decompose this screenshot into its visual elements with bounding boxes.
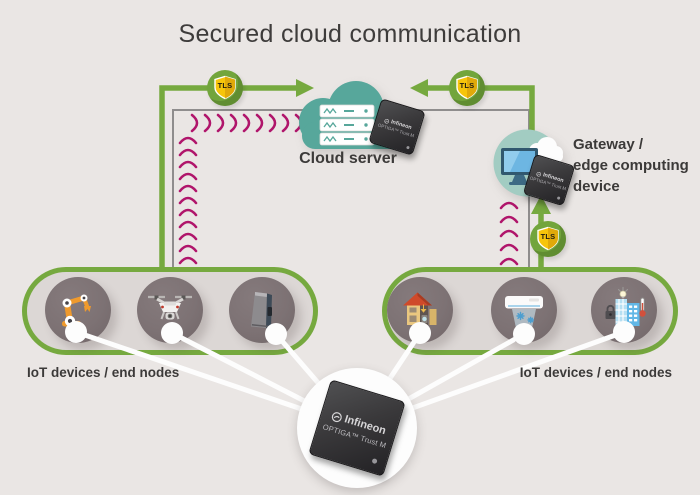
left-group-label: IoT devices / end nodes [27, 365, 180, 380]
tls-badge-label: TLS [217, 81, 233, 90]
server-racks-icon [319, 104, 375, 146]
right-group-label: IoT devices / end nodes [519, 365, 672, 380]
page-title: Secured cloud communication [178, 20, 522, 48]
monitor-icon [501, 148, 538, 185]
infineon-logo-icon [536, 171, 541, 177]
tls-line-left [159, 85, 298, 267]
infineon-logo-icon [331, 411, 342, 422]
tls-badge-cloud-right: TLS [449, 70, 485, 106]
tls-shield-icon [456, 75, 478, 100]
device-security-gate [229, 277, 295, 343]
tls-badge-label: TLS [540, 232, 556, 241]
tls-badge-gateway: TLS [530, 221, 566, 257]
chip-pin-marker [371, 457, 378, 465]
infineon-logo-icon [384, 118, 389, 124]
tls-shield-icon [537, 226, 559, 251]
chip-pin-marker [406, 145, 410, 150]
green-arrowheads [296, 79, 551, 214]
arrow-up-to-gateway-icon [531, 195, 551, 214]
wireless-signal-arcs [178, 113, 519, 266]
smart-home-icon [403, 292, 437, 325]
drone-icon [148, 295, 192, 320]
gateway-label: Gateway / edge computing device [573, 136, 689, 195]
tls-shield-icon [214, 75, 236, 100]
smart-building-icon [605, 286, 646, 326]
chip-pin-marker [556, 196, 561, 200]
device-smart-home [387, 277, 453, 343]
tls-badge-left: TLS [207, 70, 243, 106]
gateway-security-chip: Infineon OPTIGA™ Trust M [522, 153, 576, 207]
device-drone [137, 277, 203, 343]
arrow-into-cloud-right-icon [410, 79, 428, 97]
device-robot-arm [45, 277, 111, 343]
cloud-security-chip: Infineon OPTIGA™ Trust M [368, 98, 426, 156]
tls-badge-label: TLS [459, 81, 475, 90]
device-air-conditioner [491, 277, 557, 343]
security-chip-highlight-circle: Infineon OPTIGA™ Trust M [297, 368, 417, 488]
cloud-server-label: Cloud server [299, 150, 397, 167]
device-smart-building [591, 277, 657, 343]
air-conditioner-icon [505, 296, 543, 328]
security-gate-icon [251, 292, 272, 328]
robot-arm-icon [62, 294, 91, 327]
arrow-into-cloud-left-icon [296, 79, 314, 97]
optiga-trust-m-chip: Infineon OPTIGA™ Trust M [308, 379, 406, 477]
